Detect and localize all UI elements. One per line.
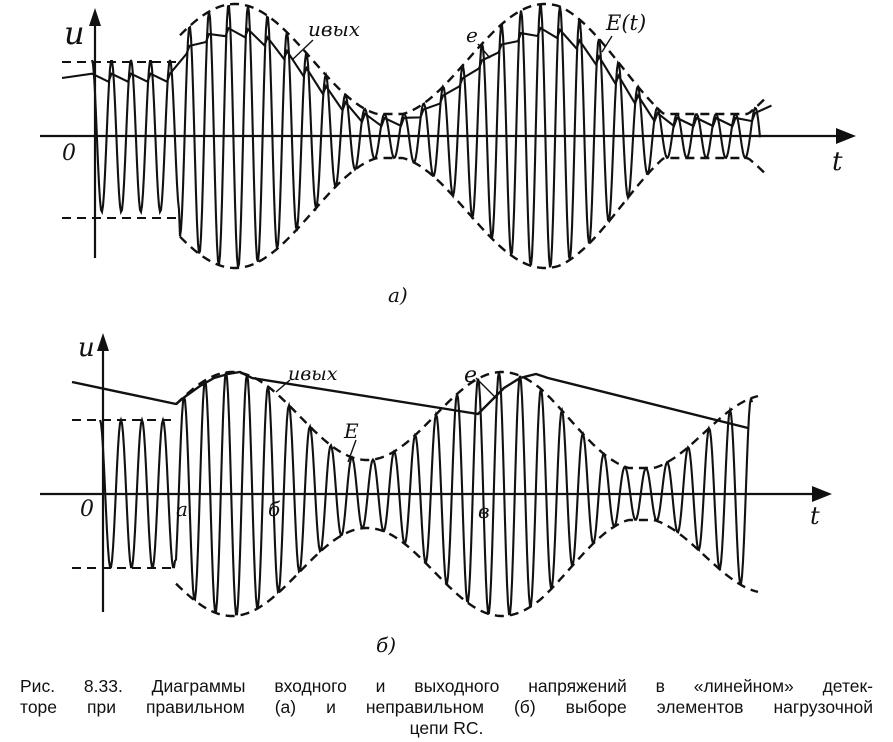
panel-a-signal-leader	[477, 43, 491, 59]
panel-b-envelope-top	[175, 370, 759, 470]
panel-a-output-voltage	[61, 26, 772, 128]
panel-a-x-arrow	[836, 128, 856, 144]
panel-b-output-label: uвых	[288, 363, 338, 385]
panel-a-panel-label: а)	[388, 283, 408, 307]
panel-b-envelope-label: E	[343, 419, 359, 443]
panel-b-point-v-label: в	[478, 499, 490, 523]
panel-b-point-b-label: б	[268, 497, 281, 521]
caption-line-3: цепи RC.	[409, 718, 484, 738]
panel-b-envelope-bottom	[175, 518, 759, 618]
panel-a-envelope-label: E(t)	[605, 11, 646, 35]
figure-caption: Рис. 8.33. Диаграммы входного и выходног…	[20, 676, 873, 739]
panel-b-x-label: t	[810, 502, 820, 530]
panel-b-output-leader	[275, 379, 291, 393]
panel-a-y-arrow	[89, 8, 101, 26]
panel-b: u t 0 uвых e E а б в б)	[40, 333, 832, 657]
panel-b-x-arrow	[812, 486, 832, 502]
caption-line-2: торе при правильном (а) и неправильном (…	[20, 697, 873, 717]
panel-a-output-label: uвых	[308, 17, 360, 41]
panel-a-output-leader	[291, 39, 314, 61]
panel-b-origin-label: 0	[80, 497, 94, 522]
panel-a: u t 0 uвых e E(t) а)	[40, 2, 856, 307]
caption-line-1: Рис. 8.33. Диаграммы входного и выходног…	[20, 676, 873, 696]
panel-b-y-arrow	[97, 333, 109, 351]
panel-b-signal-leader	[475, 377, 497, 399]
panel-b-y-label: u	[78, 333, 95, 363]
panel-b-panel-label: б)	[376, 633, 396, 657]
panel-a-origin-label: 0	[62, 141, 76, 166]
panel-b-carrier-signal	[98, 371, 754, 616]
panel-a-carrier-signal	[90, 4, 762, 268]
panel-a-envelope-leader	[601, 35, 613, 53]
panel-b-output-voltage	[71, 370, 749, 430]
panel-a-x-label: t	[832, 147, 843, 177]
panel-a-y-label: u	[64, 14, 85, 52]
panel-a-signal-label: e	[466, 23, 478, 47]
panel-b-envelope-leader	[347, 439, 357, 463]
panel-b-point-a-label: а	[176, 497, 188, 521]
panel-a-envelope-top	[179, 2, 769, 116]
panel-b-signal-label: e	[464, 363, 477, 388]
